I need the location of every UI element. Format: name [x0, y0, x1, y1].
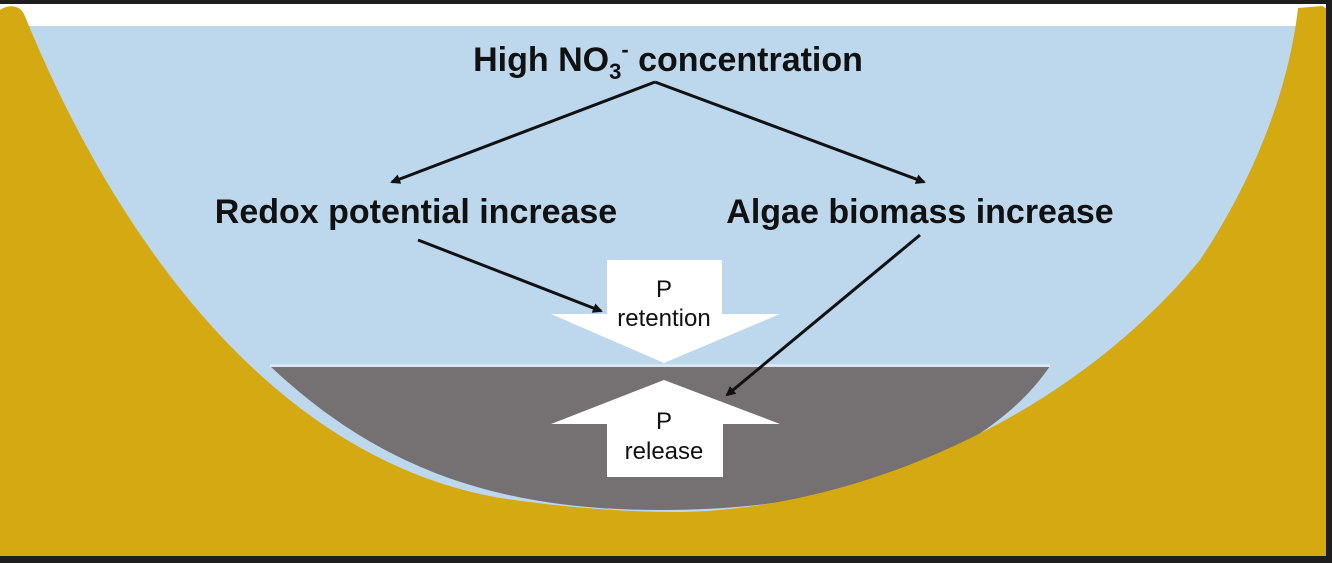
p-release-label-1: P [656, 408, 672, 435]
p-retention-label-2: retention [617, 305, 710, 332]
top-strip [0, 4, 1326, 26]
lake-bank [0, 6, 1326, 556]
p-retention-label-1: P [656, 276, 672, 303]
title-high-nitrate: High NO3- concentration [473, 37, 863, 84]
arrow-to-algae [654, 80, 926, 184]
label-algae-increase: Algae biomass increase [726, 193, 1113, 231]
arrow-redox-to-retention [417, 238, 603, 313]
p-release-label-2: release [625, 438, 704, 465]
p-release-arrow [551, 380, 780, 477]
sediment-water-interface [270, 364, 1050, 367]
label-redox-increase: Redox potential increase [215, 193, 617, 231]
arrow-to-redox [390, 80, 656, 184]
p-retention-arrow [551, 260, 780, 363]
arrow-algae-to-release [725, 233, 921, 397]
